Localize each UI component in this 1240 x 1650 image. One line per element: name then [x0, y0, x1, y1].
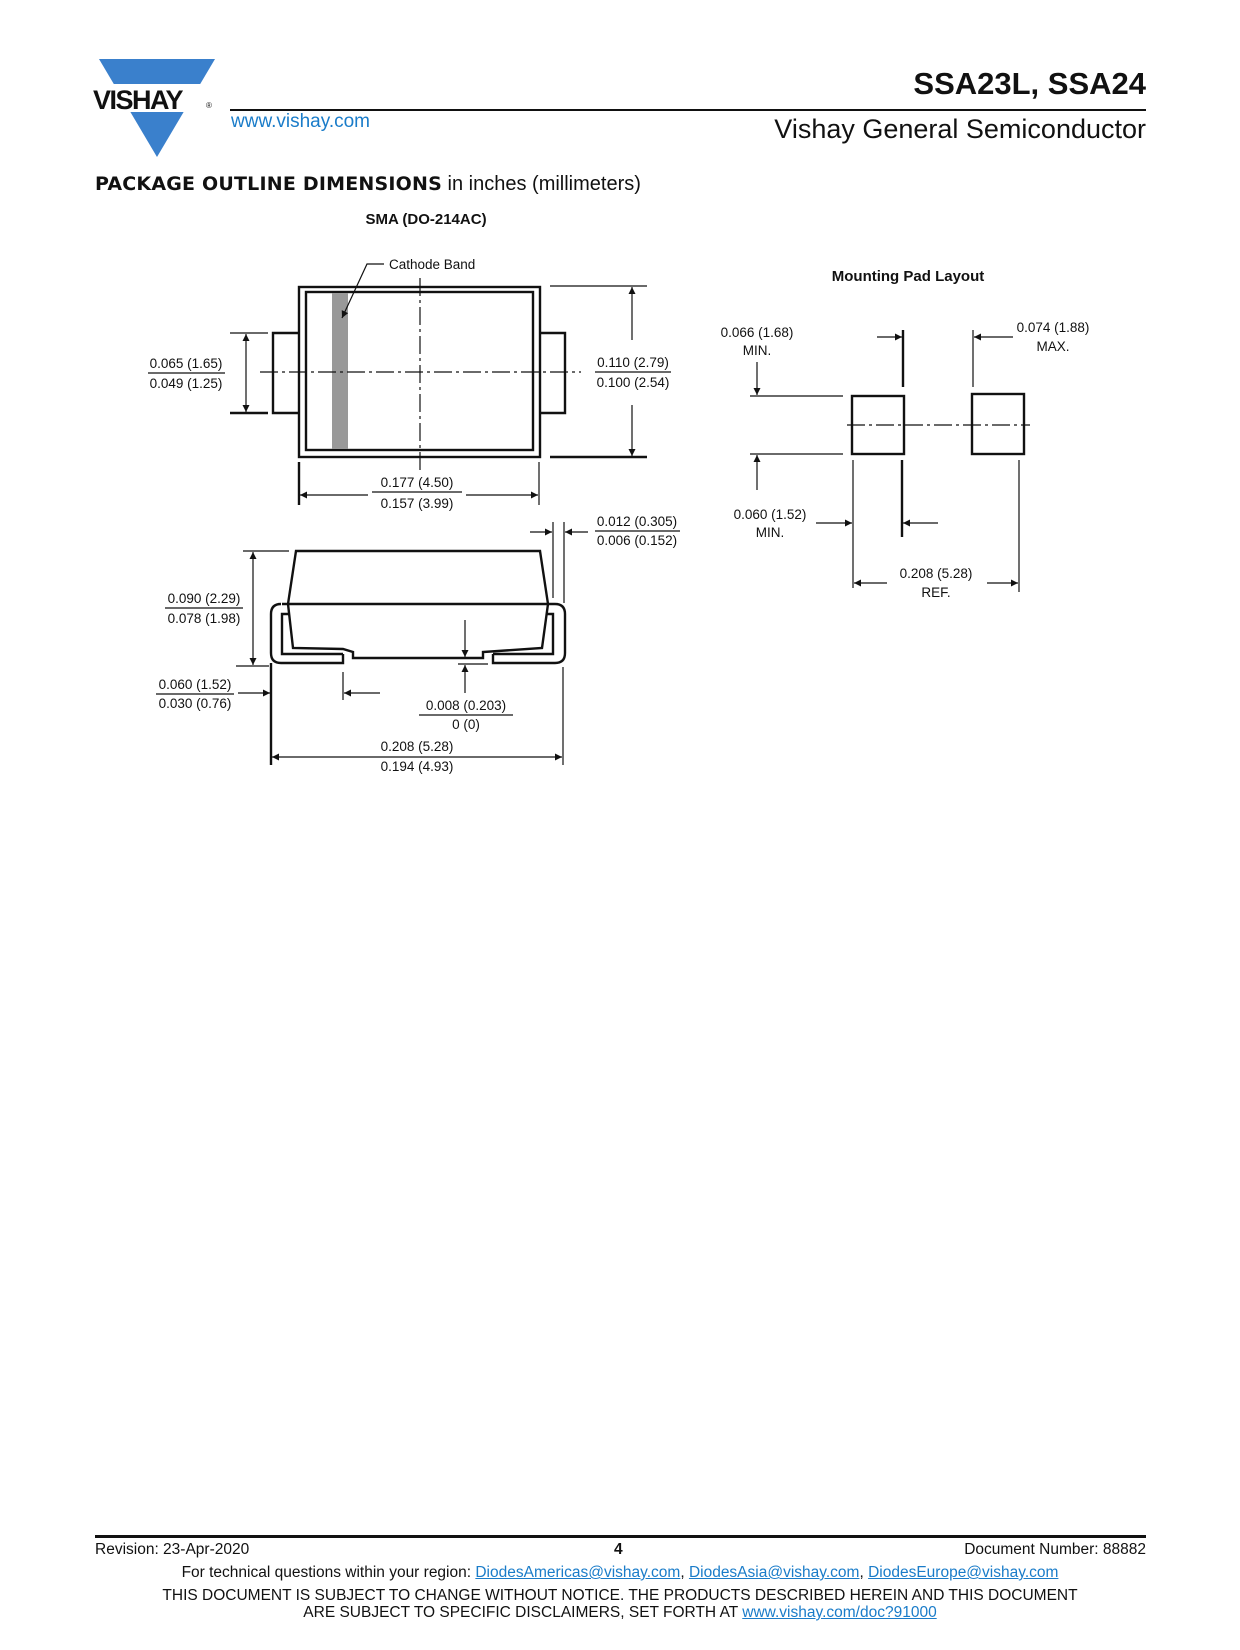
cathode-band — [332, 293, 348, 449]
dim-pad-width-min: 0.060 (1.52) — [734, 507, 807, 522]
company-division: Vishay General Semiconductor — [774, 114, 1146, 144]
website-link[interactable]: www.vishay.com — [231, 111, 371, 132]
footer-rule — [95, 1535, 1146, 1538]
disclaimer-text: ARE SUBJECT TO SPECIFIC DISCLAIMERS, SET… — [303, 1604, 743, 1621]
email-europe-link[interactable]: DiodesEurope@vishay.com — [868, 1564, 1059, 1581]
vishay-logo: VISHAY ® — [90, 59, 218, 157]
section-heading-units: in inches (millimeters) — [441, 173, 641, 195]
revision-date: Revision: 23-Apr-2020 — [95, 1541, 250, 1558]
header-rule — [230, 109, 1146, 111]
cathode-leader — [341, 263, 384, 319]
disclaimer-line-1: THIS DOCUMENT IS SUBJECT TO CHANGE WITHO… — [162, 1587, 1078, 1604]
document-title: SSA23L, SSA24 — [913, 66, 1146, 101]
dim-lead-thickness-max: 0.012 (0.305) — [597, 514, 677, 529]
dim-height-min: 0.078 (1.98) — [168, 611, 241, 626]
svg-text:®: ® — [206, 101, 212, 110]
page-number: 4 — [614, 1541, 623, 1558]
left-tab — [271, 331, 299, 415]
pad-right — [970, 392, 1026, 456]
dim-pad-width-max-note: MAX. — [1036, 339, 1069, 354]
dim-pad-span-note: REF. — [921, 585, 950, 600]
dim-pad-height: 0.066 (1.68) — [721, 325, 794, 340]
dim-body-length-max: 0.177 (4.50) — [381, 475, 454, 490]
dim-body-length-min: 0.157 (3.99) — [381, 496, 454, 511]
dim-pad-width-max: 0.074 (1.88) — [1017, 320, 1090, 335]
document-number: Document Number: 88882 — [964, 1541, 1146, 1558]
dim-tab-height-max: 0.065 (1.65) — [150, 356, 223, 371]
section-heading: PACKAGE OUTLINE DIMENSIONS in inches (mi… — [95, 173, 641, 196]
disclaimer-line-2: ARE SUBJECT TO SPECIFIC DISCLAIMERS, SET… — [0, 1604, 1240, 1622]
dim-lead-length-max: 0.060 (1.52) — [159, 677, 232, 692]
contact-prefix: For technical questions within your regi… — [181, 1564, 476, 1581]
dim-pad-span: 0.208 (5.28) — [900, 566, 973, 581]
cathode-band-label: Cathode Band — [389, 257, 475, 272]
dim-height-max: 0.090 (2.29) — [168, 591, 241, 606]
dim-lead-length-min: 0.030 (0.76) — [159, 696, 232, 711]
right-tab — [540, 331, 567, 415]
dim-pad-height-note: MIN. — [743, 343, 772, 358]
separator: , — [680, 1564, 689, 1581]
dim-lead-thickness-min: 0.006 (0.152) — [597, 533, 677, 548]
dim-tab-height-min: 0.049 (1.25) — [150, 376, 223, 391]
dim-pad-width-min-note: MIN. — [756, 525, 785, 540]
dim-standoff-max: 0.008 (0.203) — [426, 698, 506, 713]
side-body — [286, 549, 550, 660]
separator: , — [859, 1564, 869, 1581]
contact-line: For technical questions within your regi… — [0, 1564, 1240, 1582]
dim-overall-length-min: 0.194 (4.93) — [381, 759, 454, 774]
right-lead — [491, 602, 567, 665]
package-name: SMA (DO-214AC) — [365, 211, 486, 228]
top-view: Cathode Band 0.065 (1.65) 0.049 (1.25) 0… — [148, 257, 671, 511]
pad-layout-title: Mounting Pad Layout — [832, 268, 984, 285]
dim-standoff-min: 0 (0) — [452, 717, 480, 732]
email-asia-link[interactable]: DiodesAsia@vishay.com — [688, 1564, 860, 1581]
disclaimer-link[interactable]: www.vishay.com/doc?91000 — [742, 1604, 937, 1621]
dim-overall-length-max: 0.208 (5.28) — [381, 739, 454, 754]
left-lead — [269, 602, 345, 665]
mounting-pad-layout: Mounting Pad Layout 0.066 (1.68) MIN. 0.… — [721, 268, 1090, 600]
section-heading-bold: PACKAGE OUTLINE DIMENSIONS — [95, 173, 442, 195]
dim-body-width-max: 0.110 (2.79) — [597, 355, 669, 370]
package-drawing: SMA (DO-214AC) Cathode Band 0.065 (1.65)… — [148, 211, 1090, 774]
dim-body-width-min: 0.100 (2.54) — [597, 375, 670, 390]
side-view: 0.012 (0.305) 0.006 (0.152) 0.090 (2.29)… — [156, 514, 680, 774]
logo-text: VISHAY — [93, 85, 184, 115]
email-americas-link[interactable]: DiodesAmericas@vishay.com — [475, 1564, 681, 1581]
